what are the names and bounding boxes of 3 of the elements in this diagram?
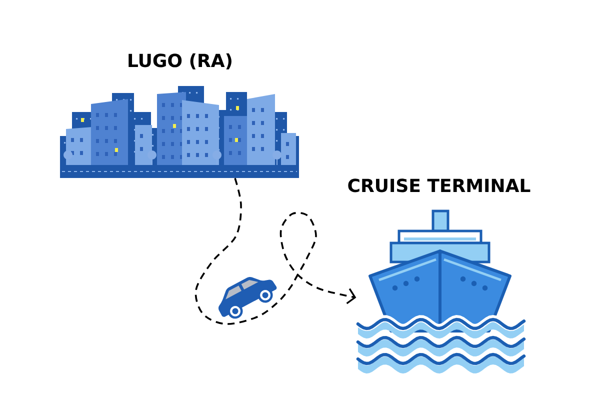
heading: CRUISE TERMINAL (348, 178, 530, 192)
arrow (194, 178, 356, 325)
heading: LUGO (RA) (128, 53, 232, 70)
